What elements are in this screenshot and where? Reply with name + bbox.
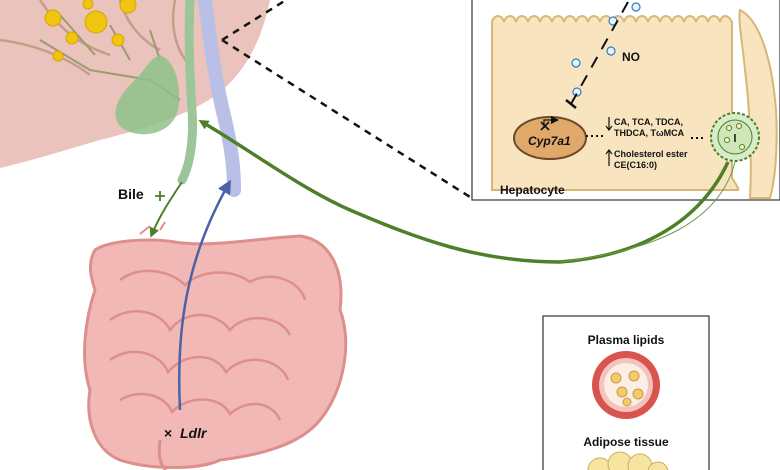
- blood-vessel-icon: [592, 351, 660, 419]
- green-feedback-arrow: [198, 119, 730, 264]
- no-molecules: [571, 2, 641, 97]
- bile-canaliculus: [710, 112, 760, 162]
- zoom-connector-bottom: [221, 38, 471, 199]
- down-arrow-icon: [605, 117, 613, 131]
- adipocyte-icon: [587, 451, 669, 470]
- ldlr-knockout-marker: ×: [164, 425, 172, 441]
- no-label: NO: [622, 50, 640, 64]
- nucleus: [513, 116, 587, 160]
- cholesterol-line1: Cholesterol ester: [614, 149, 688, 159]
- bile-flow-arrow: [149, 181, 183, 238]
- intestine: [83, 221, 348, 470]
- inhibition-bar: [565, 99, 577, 109]
- absorption-arrow: [177, 179, 231, 411]
- gallbladder: [115, 55, 180, 135]
- portal-vein: [198, 0, 241, 197]
- up-arrow-icon: [605, 149, 613, 166]
- cholesterol-line2: CE(C16:0): [614, 160, 657, 170]
- bile-acids-line2: THDCA, TωMCA: [614, 128, 685, 138]
- cyp7a1-label: Cyp7a1: [528, 134, 571, 148]
- common-bile-duct: [177, 0, 197, 185]
- hepatocyte-label: Hepatocyte: [500, 183, 565, 197]
- adipose-tissue-label: Adipose tissue: [583, 435, 669, 449]
- bile-acids-line1: CA, TCA, TDCA,: [614, 117, 683, 127]
- canaliculus-link-line: [559, 161, 736, 263]
- fat-droplets: [44, 0, 137, 62]
- knockout-x-icon: [540, 116, 559, 131]
- bile-block-icon: [155, 191, 165, 201]
- plasma-lipids-label: Plasma lipids: [588, 333, 665, 347]
- bile-label: Bile: [118, 186, 144, 202]
- ldlr-label: Ldlr: [180, 425, 208, 441]
